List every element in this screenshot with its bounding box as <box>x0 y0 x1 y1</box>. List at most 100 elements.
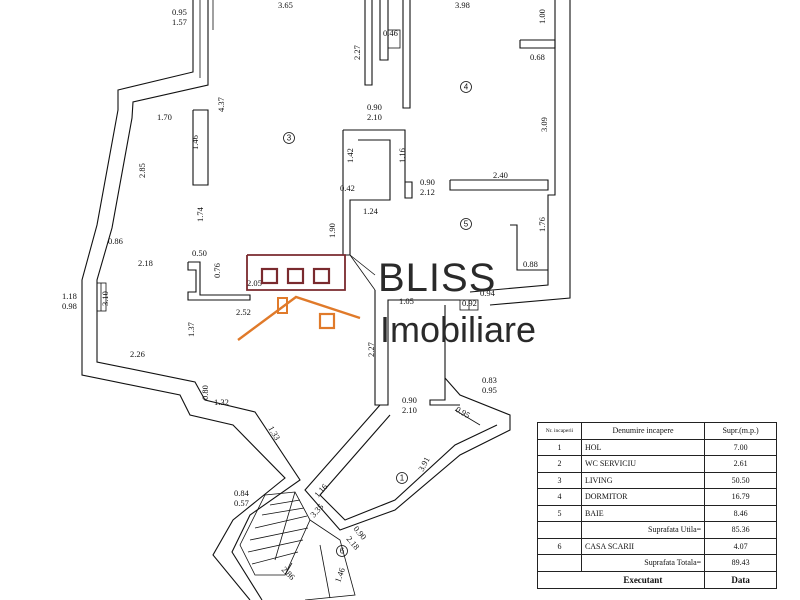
room-name: BAIE <box>580 504 706 522</box>
room-name: CASA SCARII <box>580 537 706 555</box>
dim-label: 1.32 <box>214 397 229 407</box>
dim-label: 1.24 <box>363 206 379 216</box>
dim-label: 0.46 <box>383 28 398 38</box>
dim-label: 0.95 <box>454 404 472 420</box>
table-row: 5 BAIE 8.46 <box>537 504 777 522</box>
dimension-labels: 0.95 1.57 3.65 3.98 1.00 0.46 2.27 0.68 … <box>62 0 549 584</box>
util-area-label: Suprafata Utila= <box>580 521 706 539</box>
dim-label: 3.35 <box>308 502 325 520</box>
dim-label: 2.12 <box>420 187 435 197</box>
room-name: HOL <box>580 438 706 456</box>
dim-label: 0.90 <box>402 395 417 405</box>
house-logo-icon <box>237 254 361 341</box>
dim-label: 3.98 <box>455 0 470 10</box>
room-area: 7.00 <box>704 438 777 456</box>
dim-label: 2.27 <box>366 342 376 357</box>
room-nr: 3 <box>537 471 582 489</box>
dim-label: 0.50 <box>192 248 207 258</box>
dim-label: 1.74 <box>195 206 205 222</box>
dim-label: 2.27 <box>352 45 362 60</box>
dim-label: 0.92 <box>462 298 477 308</box>
room-name: WC SERVICIU <box>580 455 706 473</box>
room-number-5: 5 <box>464 220 469 229</box>
room-name: DORMITOR <box>580 488 706 506</box>
dim-label: 0.76 <box>212 263 222 278</box>
room-area: 50.50 <box>704 471 777 489</box>
dim-label: 2.52 <box>236 307 251 317</box>
bliss-logo: BLISS Imobiliare <box>237 254 536 350</box>
dim-label: 1.00 <box>537 9 547 24</box>
room-area: 16.79 <box>704 488 777 506</box>
util-area-row: Suprafata Utila= 85.36 <box>537 521 777 539</box>
dim-label: 1.33 <box>266 424 282 442</box>
room-nr: 5 <box>537 504 582 522</box>
date-label: Data <box>704 570 777 589</box>
dim-label: 1.46 <box>190 135 200 150</box>
dim-label: 1.16 <box>312 482 329 500</box>
interior-walls <box>187 0 556 600</box>
legend-header-nr: Nr. incaperii <box>537 422 582 440</box>
dim-label: 2.26 <box>130 349 145 359</box>
table-row: 6 CASA SCARII 4.07 <box>537 537 777 555</box>
dim-label: 2.18 <box>138 258 153 268</box>
room-nr: 4 <box>537 488 582 506</box>
dim-label: 2.86 <box>280 564 298 582</box>
room-markers: 3 4 5 1 6 <box>283 81 472 557</box>
dim-label: 0.68 <box>530 52 545 62</box>
dim-label: 0.94 <box>480 288 496 298</box>
dim-label: 0.95 <box>482 385 497 395</box>
dim-label: 1.16 <box>397 148 407 163</box>
dim-label: 0.84 <box>234 488 250 498</box>
dim-label: 4.37 <box>216 97 226 112</box>
dim-label: 3.10 <box>100 291 110 306</box>
dim-label: 2.10 <box>402 405 417 415</box>
room-area: 2.61 <box>704 455 777 473</box>
room-area: 8.46 <box>704 504 777 522</box>
room-number-4: 4 <box>464 83 469 92</box>
legend-header-name: Denumire incapere <box>580 422 706 440</box>
dim-label: 0.95 <box>172 7 187 17</box>
staircase <box>239 491 356 600</box>
total-area-value: 89.43 <box>704 554 777 572</box>
dim-label: 1.57 <box>172 17 187 27</box>
table-row: 2 WC SERVICIU 2.61 <box>537 455 777 473</box>
dim-label: 1.76 <box>537 217 547 232</box>
total-area-row: Suprafata Totala= 89.43 <box>537 554 777 572</box>
dim-label: 0.57 <box>234 498 249 508</box>
executant-label: Executant <box>581 570 706 589</box>
dim-label: 0.42 <box>340 183 355 193</box>
dim-label: 0.80 <box>200 385 210 400</box>
dim-label: 0.88 <box>523 259 538 269</box>
dim-label: 1.42 <box>345 148 355 163</box>
dim-label: 1.05 <box>399 296 414 306</box>
dim-label: 0.83 <box>482 375 497 385</box>
logo-tagline: Imobiliare <box>380 309 536 350</box>
table-row: 1 HOL 7.00 <box>537 438 777 456</box>
dim-label: 1.46 <box>332 566 346 583</box>
room-nr: 1 <box>537 438 582 456</box>
outer-walls <box>81 0 571 600</box>
dim-label: 0.90 <box>367 102 382 112</box>
dim-label: 0.98 <box>62 301 77 311</box>
legend-header-row: Nr. incaperii Denumire incapere Supr.(m.… <box>537 422 777 440</box>
total-area-label: Suprafata Totala= <box>580 554 706 572</box>
dim-label: 3.65 <box>278 0 293 10</box>
room-nr: 6 <box>537 537 582 555</box>
room-legend-table: Nr. incaperii Denumire incapere Supr.(m.… <box>537 422 777 589</box>
legend-header-area: Supr.(m.p.) <box>704 422 777 440</box>
table-row: 4 DORMITOR 16.79 <box>537 488 777 506</box>
room-number-3: 3 <box>287 134 292 143</box>
dim-label: 3.09 <box>539 117 549 132</box>
dim-label: 1.37 <box>186 322 196 337</box>
dim-label: 2.10 <box>367 112 382 122</box>
util-area-value: 85.36 <box>704 521 777 539</box>
dim-label: 1.70 <box>157 112 172 122</box>
dim-label: 1.90 <box>327 223 337 238</box>
logo-brand: BLISS <box>378 256 496 300</box>
dim-label: 0.90 <box>420 177 435 187</box>
dim-label: 2.05 <box>247 278 262 288</box>
room-number-6: 6 <box>340 547 345 556</box>
legend-footer-row: Executant Data <box>537 570 777 589</box>
room-nr: 2 <box>537 455 582 473</box>
